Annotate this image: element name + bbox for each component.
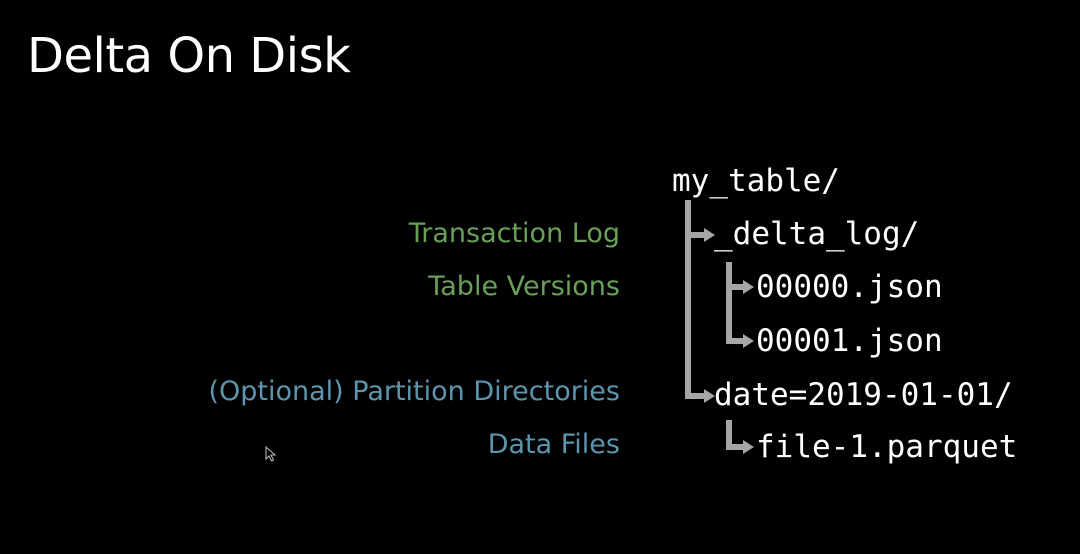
tree-version-0-file: 00000.json xyxy=(756,269,943,305)
delta-log-connector-to-version-1 xyxy=(726,287,745,344)
mouse-pointer-icon xyxy=(265,446,277,462)
root-connector-to-partition xyxy=(685,235,706,399)
arrow-right-icon xyxy=(743,334,754,348)
tree-data-file: file-1.parquet xyxy=(756,429,1018,465)
tree-partition-directory: date=2019-01-01/ xyxy=(714,377,1013,413)
root-connector-to-delta-log xyxy=(685,200,706,238)
partition-directories-label: (Optional) Partition Directories xyxy=(208,376,620,407)
tree-root-directory: my_table/ xyxy=(672,163,840,199)
tree-version-1-file: 00001.json xyxy=(756,323,943,359)
partition-connector-to-data-file xyxy=(726,420,745,450)
data-files-label: Data Files xyxy=(487,429,620,460)
arrow-right-icon xyxy=(704,228,715,242)
delta-log-connector-to-version-0 xyxy=(726,262,745,290)
arrow-right-icon xyxy=(704,389,715,403)
arrow-right-icon xyxy=(743,440,754,454)
table-versions-label: Table Versions xyxy=(428,271,620,302)
tree-delta-log-directory: _delta_log/ xyxy=(714,216,920,252)
slide-title: Delta On Disk xyxy=(27,28,351,84)
arrow-right-icon xyxy=(743,280,754,294)
transaction-log-label: Transaction Log xyxy=(408,218,620,249)
